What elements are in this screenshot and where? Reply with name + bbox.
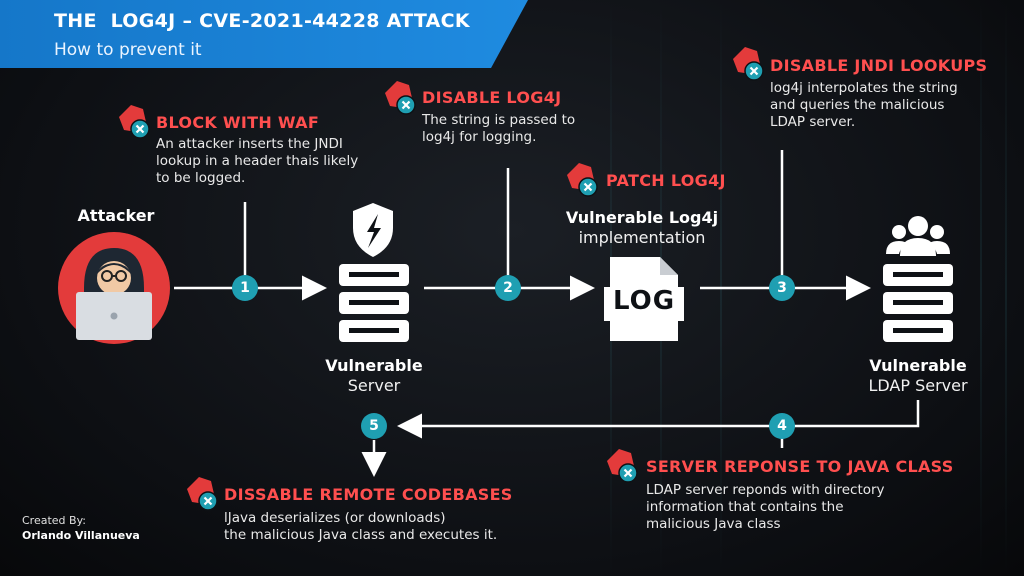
callout-line: log4j interpolates the string bbox=[770, 80, 958, 96]
step-5: 5 bbox=[361, 413, 387, 439]
callout-patch-log4j: PATCH LOG4J bbox=[606, 171, 726, 190]
callout-description: lJava deserializes (or downloads) the ma… bbox=[224, 510, 513, 544]
page-subtitle: How to prevent it bbox=[54, 40, 202, 60]
step-1: 1 bbox=[232, 275, 258, 301]
callout-title: SERVER REPONSE TO JAVA CLASS bbox=[646, 457, 954, 476]
callout-block-with-waf: BLOCK WITH WAF An attacker inserts the J… bbox=[156, 113, 358, 187]
ldap-label: LDAP Server bbox=[868, 376, 968, 395]
step-3: 3 bbox=[769, 275, 795, 301]
step-4: 4 bbox=[769, 413, 795, 439]
block-icon bbox=[385, 81, 416, 115]
block-icon bbox=[607, 449, 638, 483]
callout-disable-log4j: DISABLE LOG4J The string is passed to lo… bbox=[422, 88, 575, 146]
callout-description: log4j interpolates the string and querie… bbox=[770, 80, 987, 131]
title-banner bbox=[0, 0, 528, 68]
credit-author: Orlando Villanueva bbox=[22, 529, 140, 542]
log-file-icon bbox=[604, 257, 684, 341]
callout-remote-codebases: DISSABLE REMOTE CODEBASES lJava deserial… bbox=[224, 485, 513, 544]
callout-line: and queries the malicious bbox=[770, 97, 945, 113]
callout-disable-jndi-lookups: DISABLE JNDI LOOKUPS log4j interpolates … bbox=[770, 56, 987, 131]
callout-line: LDAP server reponds with directory bbox=[646, 482, 885, 498]
log4j-label-bold: Vulnerable Log4j bbox=[565, 208, 719, 227]
callout-description: LDAP server reponds with directory infor… bbox=[646, 482, 954, 533]
ldap-label-bold: Vulnerable bbox=[869, 356, 967, 375]
step-2: 2 bbox=[495, 275, 521, 301]
callout-line: malicious Java class bbox=[646, 516, 781, 532]
callout-title: DISABLE LOG4J bbox=[422, 88, 562, 107]
callout-title: BLOCK WITH WAF bbox=[156, 113, 320, 132]
callout-line: The string is passed to bbox=[422, 112, 576, 128]
block-icon bbox=[187, 477, 218, 511]
background-streak bbox=[1005, 0, 1007, 576]
callout-line: log4j for logging. bbox=[422, 129, 537, 145]
callout-line: the malicious Java class and executes it… bbox=[224, 527, 498, 543]
log-file-text: LOG bbox=[612, 286, 676, 316]
log4j-label: implementation bbox=[578, 228, 706, 247]
block-icon bbox=[567, 163, 598, 197]
callout-line: lookup in a header thais likely bbox=[156, 153, 359, 169]
server-icon bbox=[339, 264, 409, 342]
server-label: Server bbox=[347, 376, 401, 395]
callout-description: The string is passed to log4j for loggin… bbox=[422, 112, 575, 146]
attacker-label: Attacker bbox=[77, 206, 155, 225]
callout-line: information that contains the bbox=[646, 499, 844, 515]
users-icon bbox=[886, 216, 950, 256]
attacker-icon bbox=[58, 232, 170, 344]
ldap-server-icon bbox=[883, 264, 953, 342]
background-streak bbox=[980, 0, 982, 576]
callout-title: PATCH LOG4J bbox=[606, 171, 726, 190]
server-label-bold: Vulnerable bbox=[325, 356, 423, 375]
page-title: THE LOG4J – CVE-2021-44228 ATTACK bbox=[54, 10, 470, 32]
shield-icon bbox=[353, 203, 393, 257]
credit-label: Created By: bbox=[22, 514, 86, 527]
callout-line: An attacker inserts the JNDI bbox=[156, 136, 343, 152]
block-icon bbox=[733, 47, 764, 81]
callout-description: An attacker inserts the JNDI lookup in a… bbox=[156, 136, 358, 187]
callout-title: DISABLE JNDI LOOKUPS bbox=[770, 56, 988, 75]
callout-line: to be logged. bbox=[156, 170, 246, 186]
callout-line: LDAP server. bbox=[770, 114, 856, 130]
callout-server-response: SERVER REPONSE TO JAVA CLASS LDAP server… bbox=[646, 457, 954, 533]
block-icon bbox=[119, 105, 150, 139]
callout-line: lJava deserializes (or downloads) bbox=[224, 510, 446, 526]
callout-title: DISSABLE REMOTE CODEBASES bbox=[224, 485, 513, 504]
arrow-ldap-to-server bbox=[397, 400, 920, 439]
